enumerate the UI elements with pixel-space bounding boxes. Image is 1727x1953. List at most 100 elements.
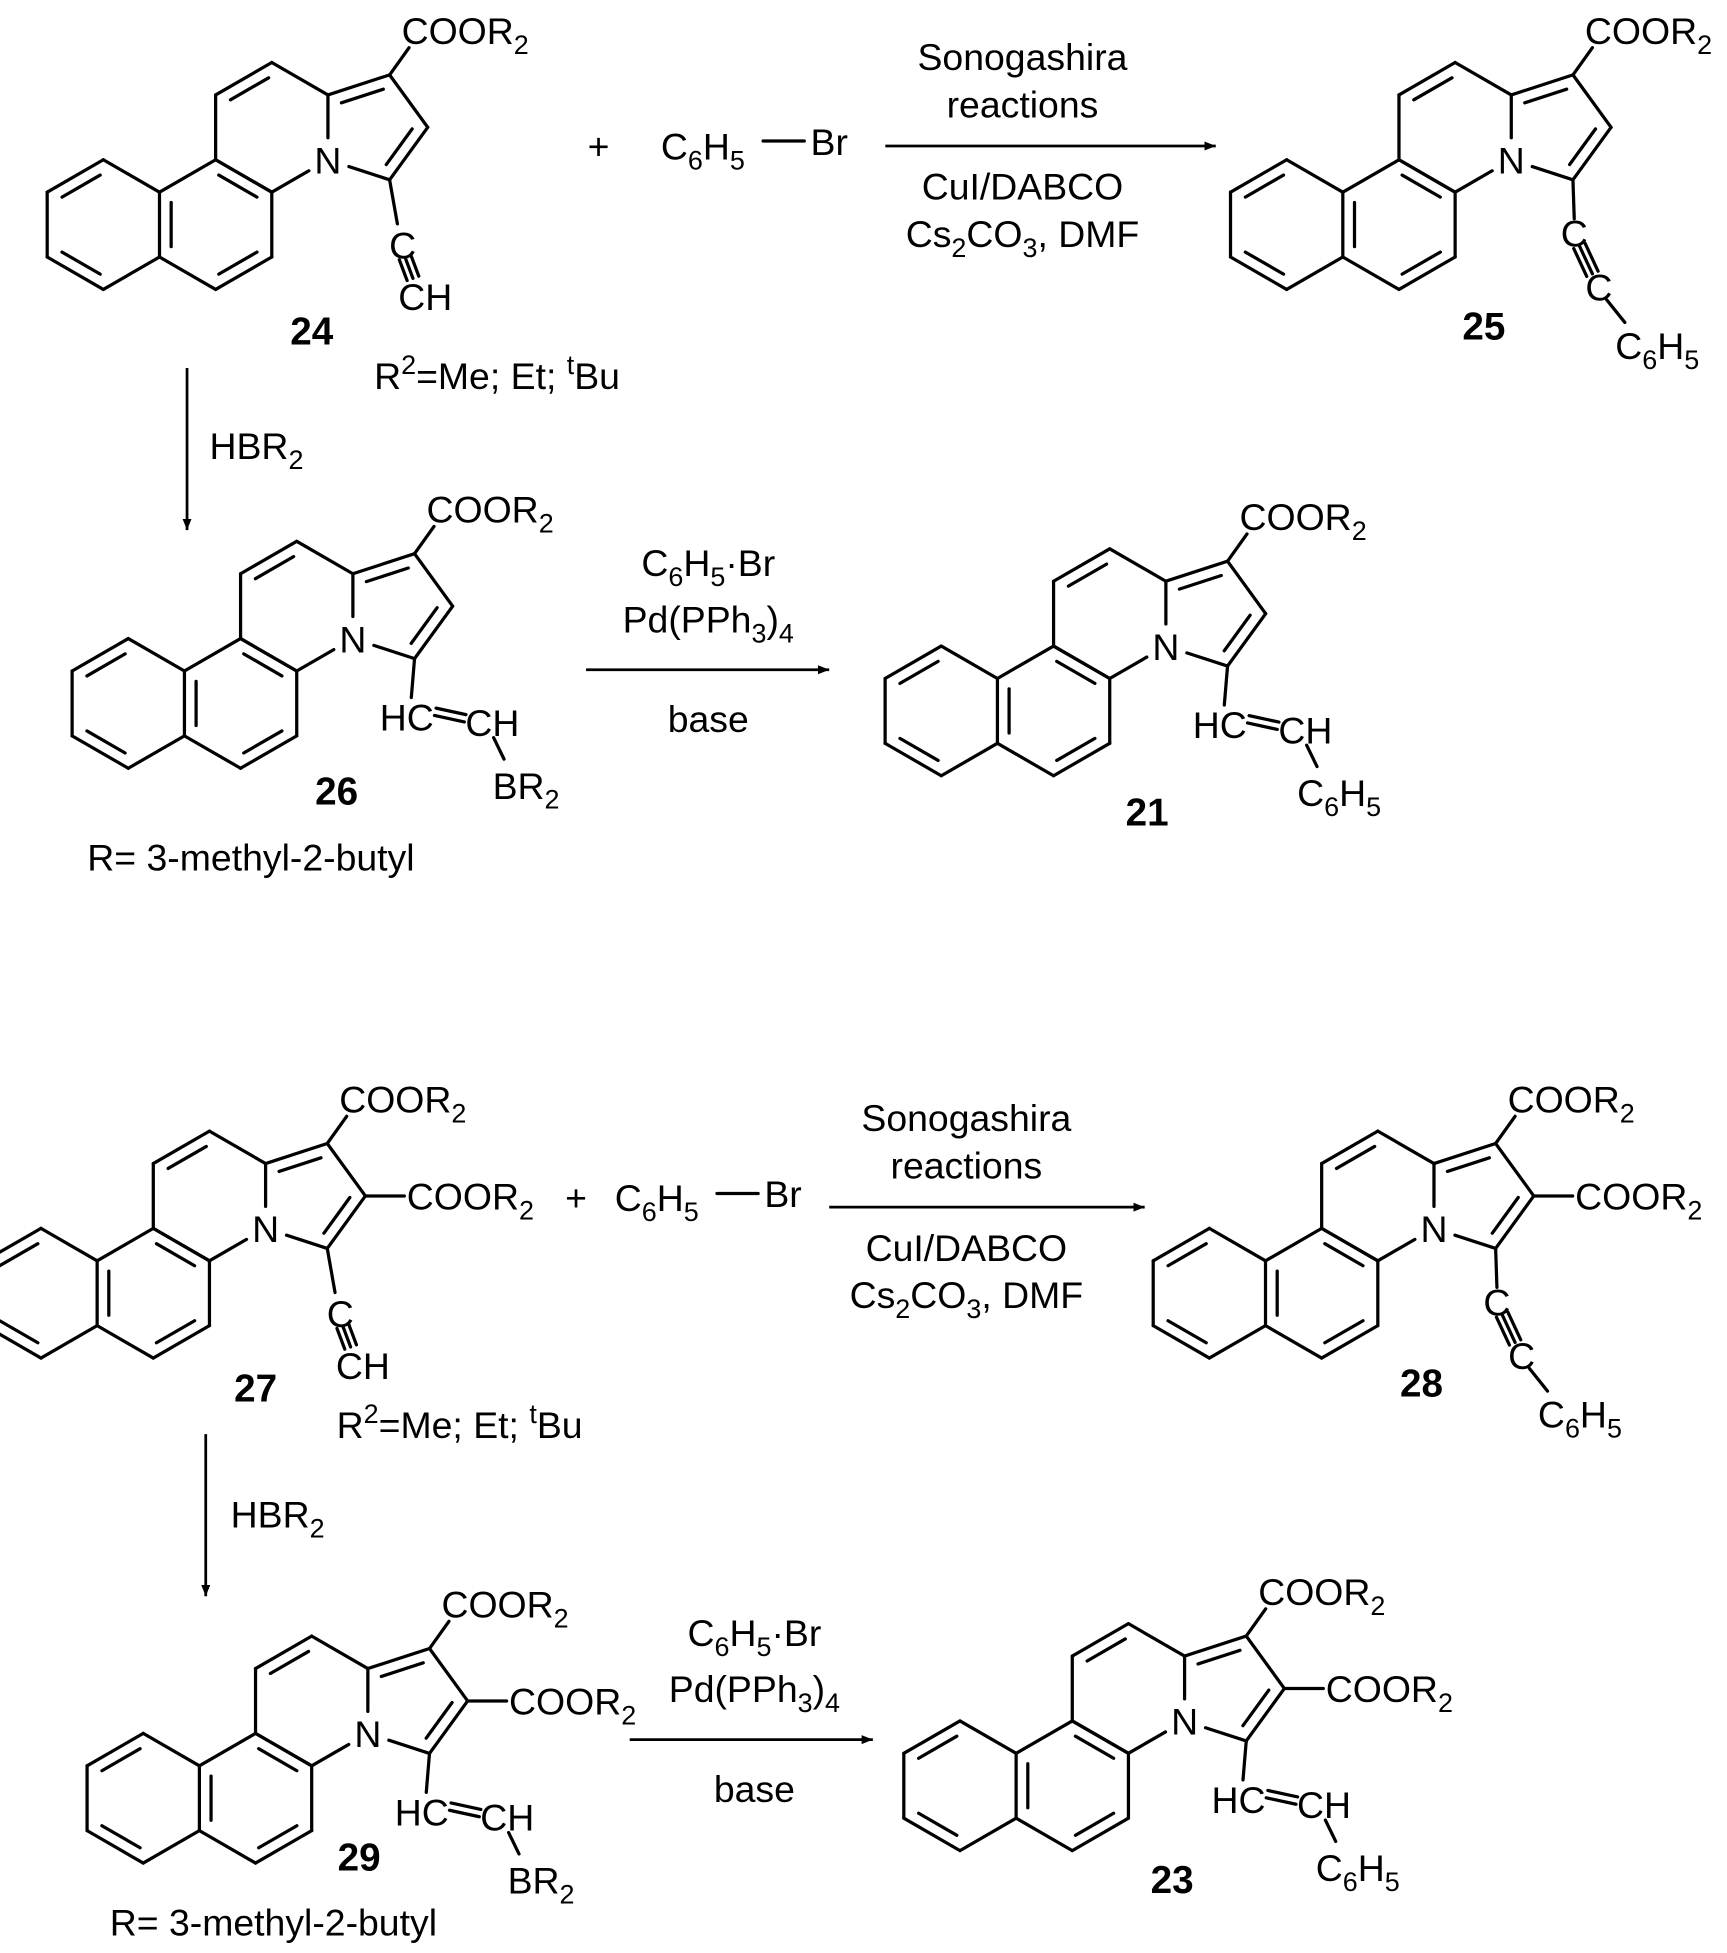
bond — [197, 1731, 258, 1768]
double-bond-inner — [1222, 613, 1252, 653]
bond — [939, 644, 1000, 681]
double-bond-inner — [253, 554, 296, 581]
bond — [45, 255, 105, 292]
bond — [427, 1699, 470, 1756]
double-bond-inner — [0, 1242, 40, 1268]
nitrogen-atom-label: N — [1498, 139, 1525, 181]
bond — [214, 158, 274, 194]
ester-bond — [1494, 1114, 1517, 1146]
nitrogen-atom-label: N — [1171, 1701, 1198, 1743]
double-bond-inner — [1166, 1242, 1208, 1268]
triple-bond — [1500, 1312, 1517, 1345]
vinyl-carbon-label: HC — [1211, 1779, 1265, 1821]
double-bond-inner — [1323, 1319, 1365, 1345]
phenyl-label: C6H5 — [1538, 1393, 1622, 1443]
vinyl-substituent-label: C6H5 — [1316, 1847, 1400, 1897]
bond — [1320, 1129, 1380, 1166]
bond — [70, 734, 130, 770]
bond — [151, 1226, 212, 1263]
double-bond-inner — [409, 606, 439, 645]
triple-bond — [403, 255, 415, 280]
double-bond-inner — [898, 659, 940, 686]
bond — [351, 552, 417, 576]
bond — [151, 1129, 212, 1166]
bond — [253, 1634, 314, 1671]
vinyl-carbon-label: HC — [1193, 704, 1247, 746]
vinyl-double-bond — [449, 1801, 483, 1812]
vinyl-carbon-label: HC — [395, 1791, 449, 1833]
bond — [95, 1324, 155, 1360]
bond — [253, 1829, 314, 1865]
bond — [1494, 1141, 1536, 1198]
bond — [197, 1829, 258, 1865]
double-bond-inner — [1400, 173, 1442, 199]
bond — [1320, 1324, 1380, 1360]
bond — [1320, 1226, 1380, 1263]
alkyne-terminal-label: CH — [336, 1345, 390, 1387]
coupling-conditions-above: C6H5·Br — [641, 542, 775, 592]
bond — [1207, 1324, 1268, 1360]
vinyl-double-bond — [1247, 713, 1281, 724]
bond — [1182, 1634, 1248, 1658]
vinyl-bond — [1241, 1739, 1248, 1782]
bond — [95, 1226, 155, 1263]
sonogashira-conditions-below: Cs2CO3, DMF — [906, 213, 1140, 263]
bond — [1397, 255, 1457, 292]
vinyl-bond — [409, 656, 417, 700]
double-bond-inner — [60, 250, 102, 276]
triple-bond — [335, 1326, 347, 1351]
triple-bond — [1572, 246, 1589, 279]
double-bond-inner — [242, 652, 284, 678]
vinyl-double-bond — [1264, 1796, 1298, 1806]
bond — [902, 1719, 962, 1755]
bond — [45, 158, 105, 194]
bond — [126, 636, 187, 673]
sonogashira-conditions-above: reactions — [947, 83, 1099, 125]
bond — [1376, 1129, 1436, 1166]
bond — [1285, 255, 1345, 292]
nitrogen-atom-label: N — [314, 139, 341, 181]
bond — [39, 1324, 99, 1360]
ester-bond — [412, 524, 436, 556]
bond — [238, 636, 299, 673]
phenyl-label: C6H5 — [1615, 325, 1699, 375]
ester-label: COOR2 — [1240, 496, 1367, 546]
bond — [1530, 164, 1575, 182]
double-bond-inner — [85, 652, 127, 678]
substituent-bond — [506, 1830, 521, 1856]
bond — [207, 1237, 249, 1263]
bond — [1051, 547, 1112, 583]
bond — [1453, 169, 1494, 194]
bond — [1494, 1194, 1536, 1251]
bond — [1571, 73, 1613, 129]
bond — [1014, 1816, 1074, 1853]
bond — [1376, 1237, 1417, 1263]
bond — [1285, 158, 1345, 194]
ester-label: COOR2 — [407, 1176, 534, 1226]
ester-label: COOR2 — [1575, 1176, 1702, 1226]
ester-bond — [387, 46, 411, 77]
bond — [1108, 547, 1168, 583]
alkyne-bond — [1494, 1246, 1499, 1289]
vinyl-double-bond — [447, 1808, 481, 1819]
vinyl-bond — [424, 1751, 432, 1794]
r2-definition: R2=Me; Et; tBu — [337, 1399, 583, 1446]
bond — [295, 539, 355, 576]
bond — [101, 255, 162, 292]
double-bond-inner — [1567, 127, 1598, 167]
nitrogen-atom-label: N — [1420, 1208, 1447, 1250]
sonogashira-conditions-below: CuI/DABCO — [866, 1227, 1068, 1269]
triple-bond — [1494, 1315, 1512, 1347]
vinyl-double-bond — [1245, 721, 1279, 732]
double-bond-inner — [217, 250, 259, 276]
bond — [1397, 60, 1457, 97]
bond — [1126, 1622, 1187, 1658]
alkyne-bond — [325, 1246, 337, 1295]
bond — [182, 734, 243, 770]
ester-label: COOR2 — [427, 489, 554, 539]
double-bond-inner — [1323, 1242, 1365, 1268]
hydroboration-reagent: HBR2 — [209, 425, 303, 475]
substituent-bond — [492, 736, 506, 761]
double-bond-inner — [1073, 1811, 1116, 1837]
